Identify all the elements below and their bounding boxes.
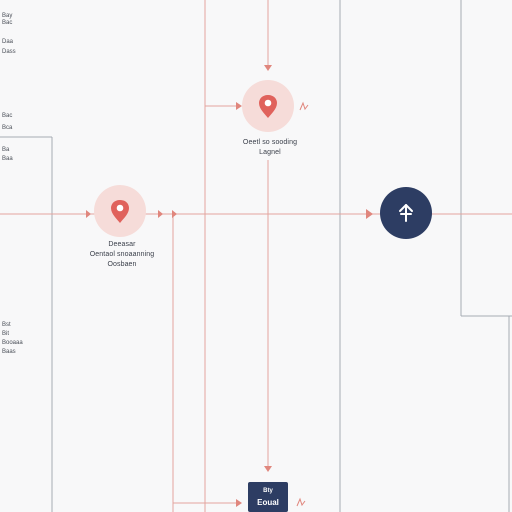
side-label-group-1: Bay Bac Daa Dass bbox=[2, 13, 16, 56]
arrowhead-into-pin-top bbox=[236, 102, 242, 110]
node-pin-left-label: Deeasar Oentaol snoaanning Oosbaen bbox=[90, 240, 154, 270]
node-label-line: Lagnel bbox=[259, 149, 281, 156]
side-label-line: Bay bbox=[2, 13, 13, 19]
side-label-line: Bac bbox=[2, 113, 13, 119]
side-label-line: Bac bbox=[2, 20, 13, 26]
side-label-line: Bst bbox=[2, 322, 11, 328]
node-pin-top[interactable] bbox=[242, 80, 294, 132]
node-dark[interactable] bbox=[380, 187, 432, 239]
side-label-line: Baas bbox=[2, 349, 16, 355]
tick-badge bbox=[296, 497, 306, 507]
node-label-line: Oentaol snoaanning bbox=[89, 251, 155, 258]
node-pin-left[interactable] bbox=[94, 185, 146, 237]
badge-label-line: Eoual bbox=[257, 498, 279, 507]
side-label-line: Booaaa bbox=[2, 340, 23, 346]
map-pin-icon bbox=[259, 95, 277, 118]
tick-pin-top bbox=[299, 101, 309, 111]
badge-label: Bty Eoual bbox=[257, 487, 279, 509]
side-label-group-2: Bac Bca bbox=[2, 113, 12, 132]
side-label-group-3: Ba Baa bbox=[2, 147, 13, 163]
side-label-line: Ba bbox=[2, 147, 10, 153]
side-label-line: Bca bbox=[2, 125, 13, 131]
arrowhead-into-dark-node bbox=[366, 209, 373, 219]
node-label-line: Deeasar bbox=[108, 241, 136, 248]
up-arrow-icon bbox=[399, 204, 413, 222]
badge-node[interactable] bbox=[248, 482, 288, 512]
arrowhead-down-to-badge bbox=[264, 466, 272, 472]
arrowhead-into-pin-left bbox=[86, 210, 91, 218]
node-label-line: Oosbaen bbox=[107, 261, 137, 268]
node-label-line: Oeetl so sooding bbox=[242, 139, 298, 146]
map-pin-icon bbox=[111, 200, 129, 223]
side-label-line: Baa bbox=[2, 156, 13, 162]
badge-label-line: Bty bbox=[263, 488, 273, 494]
node-ticks bbox=[296, 101, 309, 507]
side-label-group-4: Bst Bit Booaaa Baas bbox=[2, 322, 23, 356]
side-label-line: Bit bbox=[2, 331, 10, 337]
arrowheads bbox=[86, 65, 373, 507]
side-label-line: Dass bbox=[2, 49, 16, 55]
arrowhead-to-junction bbox=[172, 210, 177, 218]
badge-box bbox=[248, 482, 288, 512]
node-pin-top-label: Oeetl so sooding Lagnel bbox=[243, 138, 297, 158]
arrowhead-down-top bbox=[264, 65, 272, 71]
arrowhead-into-badge bbox=[236, 499, 242, 507]
arrowhead-right-of-pin-left bbox=[158, 210, 163, 218]
side-label-line: Daa bbox=[2, 39, 14, 45]
